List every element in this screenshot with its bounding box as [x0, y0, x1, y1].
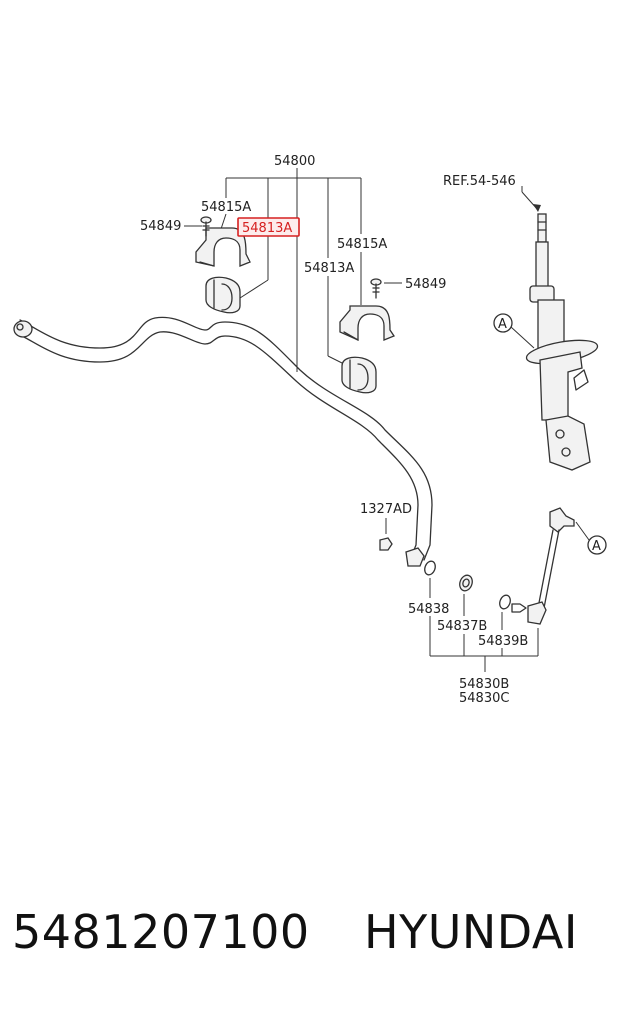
- strut-assembly: [493, 186, 607, 555]
- link-leader-lines: [385, 518, 539, 672]
- label-bushing-right: 54813A: [304, 261, 354, 276]
- label-part-c: 54839B: [478, 634, 528, 649]
- bracket-right: [339, 305, 395, 342]
- label-nut: 1327AD: [360, 502, 412, 517]
- label-bracket-left: 54815A: [201, 200, 251, 215]
- stabilizer-link: [511, 507, 575, 625]
- label-link-b: 54830B: [459, 677, 509, 692]
- bolt-left: [200, 216, 212, 237]
- label-ref: REF.54-546: [443, 174, 516, 189]
- label-bracket-right: 54815A: [337, 237, 387, 252]
- label-bolt-right: 54849: [405, 277, 446, 292]
- label-strut-mark-1: A: [498, 317, 507, 332]
- bushing-right: [341, 356, 377, 394]
- footer: 5481207100 HYUNDAI: [0, 905, 620, 975]
- bolt-right: [370, 278, 382, 299]
- label-bushing-left: 54813A: [242, 221, 292, 236]
- label-link-c: 54830C: [459, 691, 509, 706]
- link-hardware: [379, 537, 511, 610]
- label-assembly: 54800: [274, 154, 315, 169]
- label-bolt-left: 54849: [140, 219, 181, 234]
- highlight-box: [237, 217, 300, 237]
- label-strut-mark-2: A: [592, 539, 601, 554]
- label-part-a: 54838: [408, 602, 449, 617]
- label-part-b: 54837B: [437, 619, 487, 634]
- stabilizer-bar: [13, 316, 433, 561]
- part-number: 5481207100: [12, 905, 310, 959]
- brand-name: HYUNDAI: [364, 905, 578, 959]
- bushing-left: [205, 276, 241, 314]
- assembly-leader-lines: [184, 168, 402, 372]
